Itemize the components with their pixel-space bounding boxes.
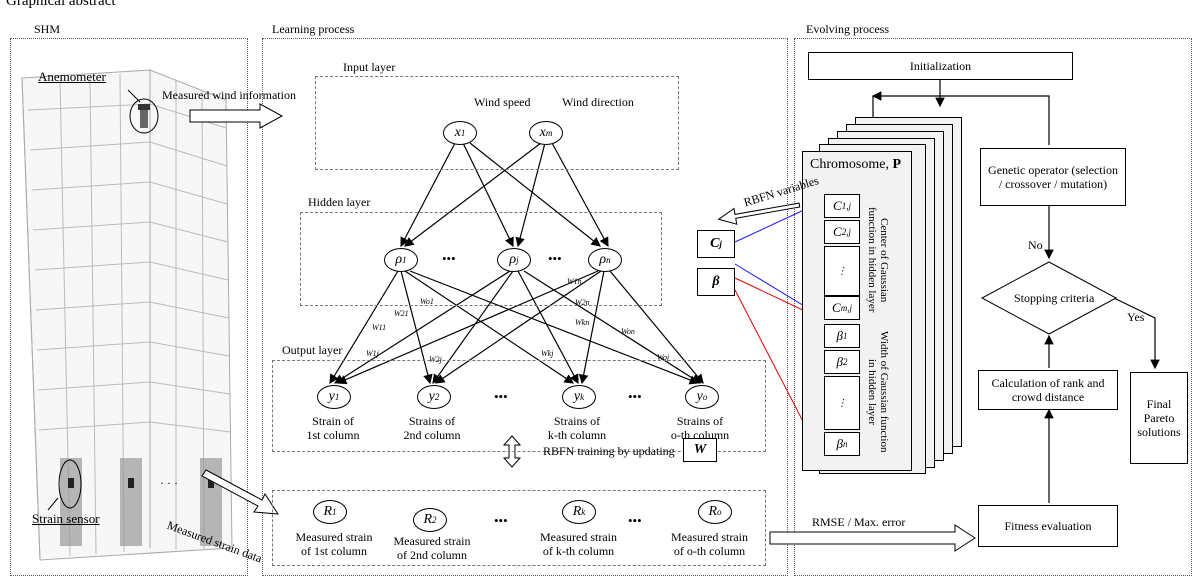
center-gaussian-label: Center of Gaussian function in hidden la…	[866, 207, 890, 313]
training-label: RBFN training by updating	[543, 444, 675, 458]
stopping-criteria-label: Stopping criteria	[1014, 291, 1095, 305]
learning-panel-title: Learning process	[272, 22, 355, 36]
input-label-wind-direction: Wind direction	[562, 95, 634, 109]
output-layer-box	[272, 360, 766, 452]
strain-hollow-arrow	[201, 469, 279, 515]
evolving-panel-title: Evolving process	[806, 22, 889, 36]
final-pareto-box: Final Pareto solutions	[1130, 372, 1188, 464]
chromosome-cell-dots: ⋮	[824, 376, 860, 430]
hidden-layer-box	[300, 212, 662, 306]
genetic-operator-box: Genetic operator (selection / crossover …	[980, 148, 1126, 206]
measured-dots-1: •••	[494, 513, 508, 528]
rbfn-variables-arrow	[717, 202, 801, 225]
weight-label: Wo1	[420, 297, 434, 306]
output-dots-2: •••	[628, 389, 642, 404]
figure-title: Graphical abstract	[6, 0, 116, 9]
wind-hollow-arrow	[189, 103, 284, 129]
shm-panel	[10, 38, 248, 576]
width-gaussian-label: Width of Gaussian function in hidden lay…	[866, 331, 890, 453]
learning-panel	[262, 38, 788, 576]
weight-label: W1n	[567, 277, 582, 286]
hidden-dots-2: •••	[548, 251, 562, 266]
measured-dots-2: •••	[628, 513, 642, 528]
output-dots-1: •••	[494, 389, 508, 404]
weight-label: W21	[394, 309, 409, 318]
calc-rank-box: Calculation of rank and crowd distance	[978, 370, 1118, 410]
weight-label: Woj	[657, 353, 670, 362]
input-layer-box	[315, 76, 679, 170]
shm-panel-title: SHM	[34, 22, 61, 36]
yes-label: Yes	[1127, 310, 1145, 324]
weight-label: Wkj	[541, 349, 554, 358]
rmse-label: RMSE / Max. error	[812, 515, 906, 529]
measured-wind-label: Measured wind information	[162, 88, 296, 102]
weight-label: W2n	[575, 298, 590, 307]
strain-sensor-label: Strain sensor	[32, 511, 100, 526]
chromosome-cell-dots: ⋮	[824, 246, 860, 296]
measured-strain-box	[272, 490, 766, 566]
shm-ellipsis: · · ·	[160, 476, 178, 490]
fitness-evaluation-box: Fitness evaluation	[978, 505, 1118, 547]
initialization-box: Initialization	[808, 52, 1073, 80]
output-layer-label: Output layer	[282, 343, 343, 357]
no-label: No	[1028, 238, 1043, 252]
weight-label: Wkn	[575, 318, 590, 327]
evolving-panel	[794, 38, 1192, 576]
weight-label: W11	[372, 323, 387, 332]
rmse-hollow-arrow	[769, 524, 976, 552]
hidden-dots-1: •••	[442, 251, 456, 266]
input-label-wind-speed: Wind speed	[474, 95, 531, 109]
weight-label: Won	[621, 327, 635, 336]
w-symbol-box: W	[683, 438, 717, 462]
beta-box: β	[697, 268, 735, 296]
input-layer-label: Input layer	[343, 60, 396, 74]
hidden-layer-label: Hidden layer	[308, 195, 371, 209]
weight-label: W1j	[366, 349, 379, 358]
chromosome-label: Chromosome, P	[810, 157, 902, 172]
weight-label: W2j	[429, 355, 442, 364]
anemometer-label: Anemometer	[38, 69, 106, 84]
